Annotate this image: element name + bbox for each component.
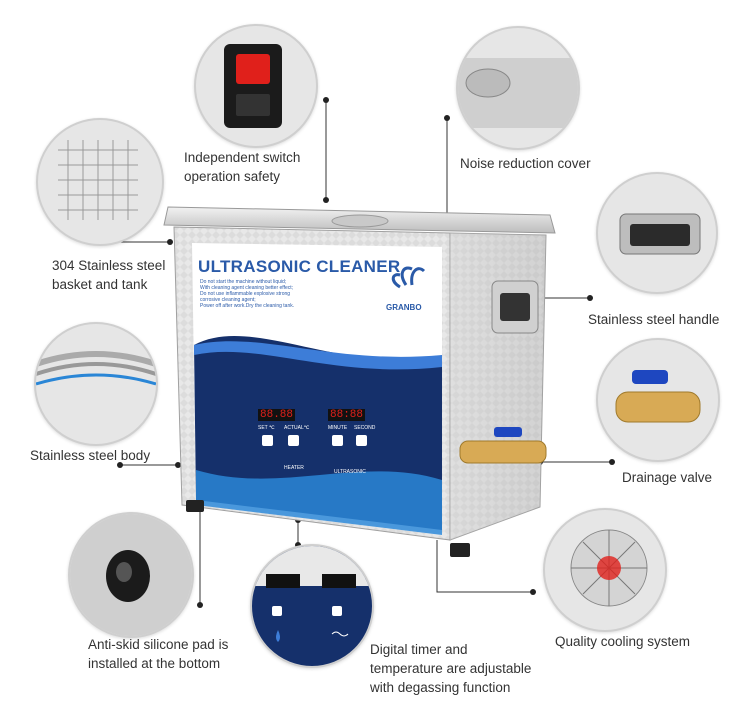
cooling-label-line1: Quality cooling system [555, 634, 691, 649]
basket-label-line2: basket and tank [52, 277, 148, 292]
timer-detail-circle [250, 544, 374, 668]
cover-knob-icon [458, 58, 578, 128]
handle-feature-label: Stainless steel handle [588, 310, 719, 329]
temp-button[interactable] [262, 435, 273, 446]
warning-item: Do not start the machine without liquid; [200, 279, 287, 285]
warning-item: Do not use inflammable explosive strong [200, 291, 291, 297]
cover-label-line1: Noise reduction cover [460, 156, 591, 171]
handle-icon [619, 213, 701, 255]
warning-item: corrosive cleaning agent; [200, 297, 256, 303]
valve-label-line1: Drainage valve [622, 470, 713, 485]
rubber-foot-icon [70, 514, 192, 636]
second-label: SECOND [354, 425, 376, 431]
basket-feature-label: 304 Stainless steel basket and tank [52, 256, 165, 294]
brand-splash-icon [391, 266, 426, 289]
valve-icon [615, 370, 701, 423]
steel-layers-icon [36, 351, 156, 386]
basket-detail-circle [36, 118, 164, 246]
ultrasonic-cleaner-product: ULTRASONIC CLEANER GRANBO Do not start t… [160, 195, 560, 560]
power-switch-icon [224, 44, 282, 128]
timer-label-line1: Digital timer and [370, 642, 468, 657]
pad-detail-circle [68, 512, 194, 638]
ultrasonic-label: ULTRASONIC [334, 469, 366, 475]
time-button-left[interactable] [332, 435, 343, 446]
pad-label-line2: installed at the bottom [88, 656, 221, 671]
warning-item: Power off after work.Dry the cleaning ta… [200, 303, 295, 309]
cover-detail-circle [456, 26, 580, 150]
temp-button-right[interactable] [288, 435, 299, 446]
basket-mesh-icon [58, 140, 138, 220]
basket-label-line1: 304 Stainless steel [52, 258, 166, 273]
body-detail-circle [34, 322, 158, 446]
cooling-detail-circle [543, 508, 667, 632]
body-label-line1: Stainless steel body [30, 448, 151, 463]
heater-label: HEATER [284, 465, 304, 471]
handle-detail-circle [596, 172, 718, 294]
cover-feature-label: Noise reduction cover [460, 154, 591, 173]
minute-label: MINUTE [328, 425, 348, 431]
pad-feature-label: Anti-skid silicone pad is installed at t… [88, 635, 228, 673]
handle-label-line1: Stainless steel handle [588, 312, 720, 327]
timer-panel-icon [252, 546, 372, 642]
time-button-right[interactable] [356, 435, 367, 446]
product-title: ULTRASONIC CLEANER [198, 257, 401, 276]
valve-feature-label: Drainage valve [622, 468, 712, 487]
timer-feature-label: Digital timer and temperature are adjust… [370, 640, 531, 697]
control-panel: 88.88 88:88 SET ℃ ACTUAL℃ MINUTE SECOND … [254, 407, 404, 477]
droplet-icon [276, 630, 280, 642]
set-temp-label: SET ℃ [258, 425, 275, 431]
cleaner-body-svg [163, 206, 556, 557]
temp-display: 88.88 [258, 409, 296, 421]
pad-label-line1: Anti-skid silicone pad is [88, 637, 229, 652]
wave-icon [331, 631, 349, 637]
switch-feature-label: Independent switch operation safety [184, 148, 300, 186]
cooling-feature-label: Quality cooling system [555, 632, 690, 651]
switch-label-line1: Independent switch [184, 150, 301, 165]
body-feature-label: Stainless steel body [30, 446, 150, 465]
warning-item: With cleaning agent cleaning better effe… [200, 285, 294, 291]
switch-detail-circle [194, 24, 318, 148]
actual-temp-label: ACTUAL℃ [284, 425, 310, 431]
timer-label-line3: with degassing function [370, 680, 511, 695]
timer-label-line2: temperature are adjustable [370, 661, 532, 676]
switch-label-line2: operation safety [184, 169, 281, 184]
time-display: 88:88 [328, 409, 366, 421]
cooling-fan-icon [570, 529, 648, 607]
brand-name: GRANBO [386, 303, 422, 312]
warning-list: Do not start the machine without liquid;… [200, 279, 360, 309]
valve-detail-circle [596, 338, 720, 462]
